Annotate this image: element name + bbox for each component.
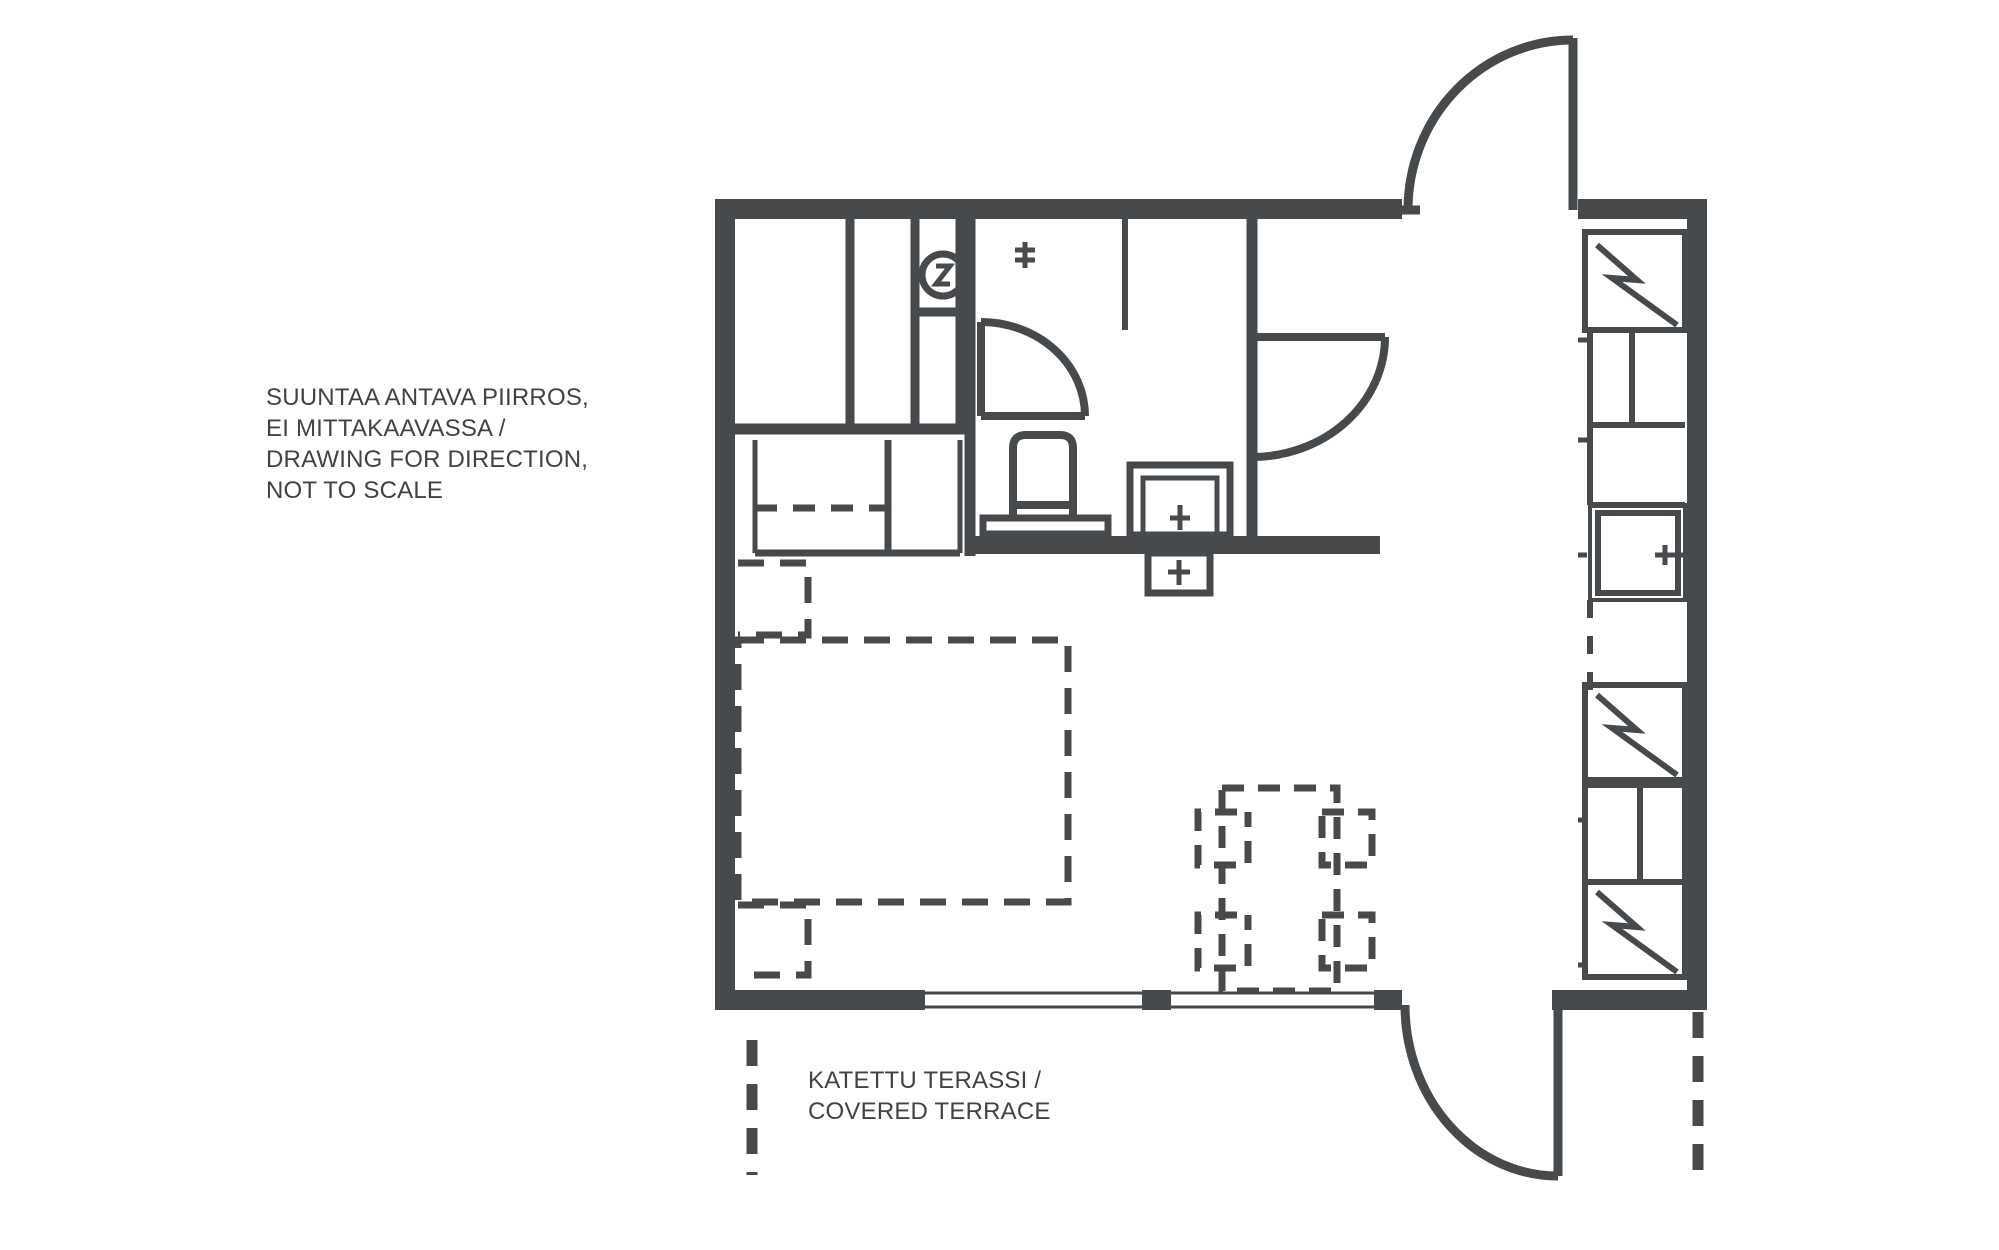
nightstand-upper: [738, 559, 812, 639]
dining-set: [1194, 784, 1376, 995]
bunk-storage-lower: [1582, 879, 1688, 980]
wardrobes: [845, 215, 965, 426]
plan-note-line: DRAWING FOR DIRECTION,: [266, 446, 589, 473]
shower-tap: [1015, 242, 1035, 268]
shower-door: [977, 318, 1089, 420]
terrace-door: [1400, 1000, 1563, 1181]
toilet-base: [979, 514, 1112, 538]
bathroom-sink: [1126, 461, 1234, 539]
plan-disclaimer-note: SUUNTAA ANTAVA PIIRROS, EI MITTAKAAVASSA…: [266, 382, 589, 506]
bathroom-door-arc: [1251, 336, 1389, 461]
shower-door-arc: [980, 318, 1089, 417]
south-windows: [925, 991, 1374, 1009]
tap-box-icon: [1144, 549, 1214, 597]
bathroom-sink-basin: [1140, 475, 1220, 538]
kitchenette: [727, 440, 963, 558]
dining-chair: [1318, 911, 1376, 972]
terrace-label-line: KATETTU TERASSI /: [808, 1067, 1042, 1094]
exterior-tap-box: [1144, 549, 1214, 597]
east-cabinet: [1582, 782, 1688, 885]
movable-furniture: [734, 559, 1072, 979]
dining-chair: [1318, 808, 1376, 869]
terrace-door-swing-arc: [1400, 1004, 1559, 1181]
dining-chair: [1194, 911, 1252, 972]
entrance-door: [1402, 35, 1578, 215]
water-heater: [918, 250, 968, 300]
plan-note-line: NOT TO SCALE: [266, 477, 444, 504]
dining-chair: [1194, 808, 1252, 869]
water-heater-icon: [918, 250, 968, 300]
plan-note-line: SUUNTAA ANTAVA PIIRROS,: [266, 384, 589, 411]
covered-terrace-label: KATETTU TERASSI / COVERED TERRACE: [808, 1065, 1051, 1127]
east-wall-furniture: [1582, 229, 1688, 980]
toilet: [979, 431, 1112, 538]
zigzag-icon: [1595, 692, 1679, 778]
terrace-label-line: COVERED TERRACE: [808, 1098, 1051, 1125]
plan-note-line: EI MITTAKAAVASSA /: [266, 415, 506, 442]
interior-partitions: [730, 209, 1380, 556]
bunk-storage-upper: [1582, 229, 1688, 333]
entrance-door-swing-arc: [1403, 35, 1574, 211]
bathroom-door: [1251, 333, 1389, 461]
double-bed: [734, 636, 1072, 906]
exterior-walls: [715, 199, 1707, 1010]
zigzag-icon: [1595, 889, 1679, 975]
water-heater-symbol: [930, 263, 956, 287]
nightstand-lower: [738, 901, 812, 979]
toilet-icon: [1009, 431, 1077, 520]
terrace-edges: [746, 1012, 1704, 1185]
dining-table: [1218, 784, 1341, 995]
zigzag-icon: [1595, 242, 1679, 328]
bunk-storage-middle: [1582, 682, 1688, 783]
east-wall-ticks: [1578, 337, 1587, 968]
